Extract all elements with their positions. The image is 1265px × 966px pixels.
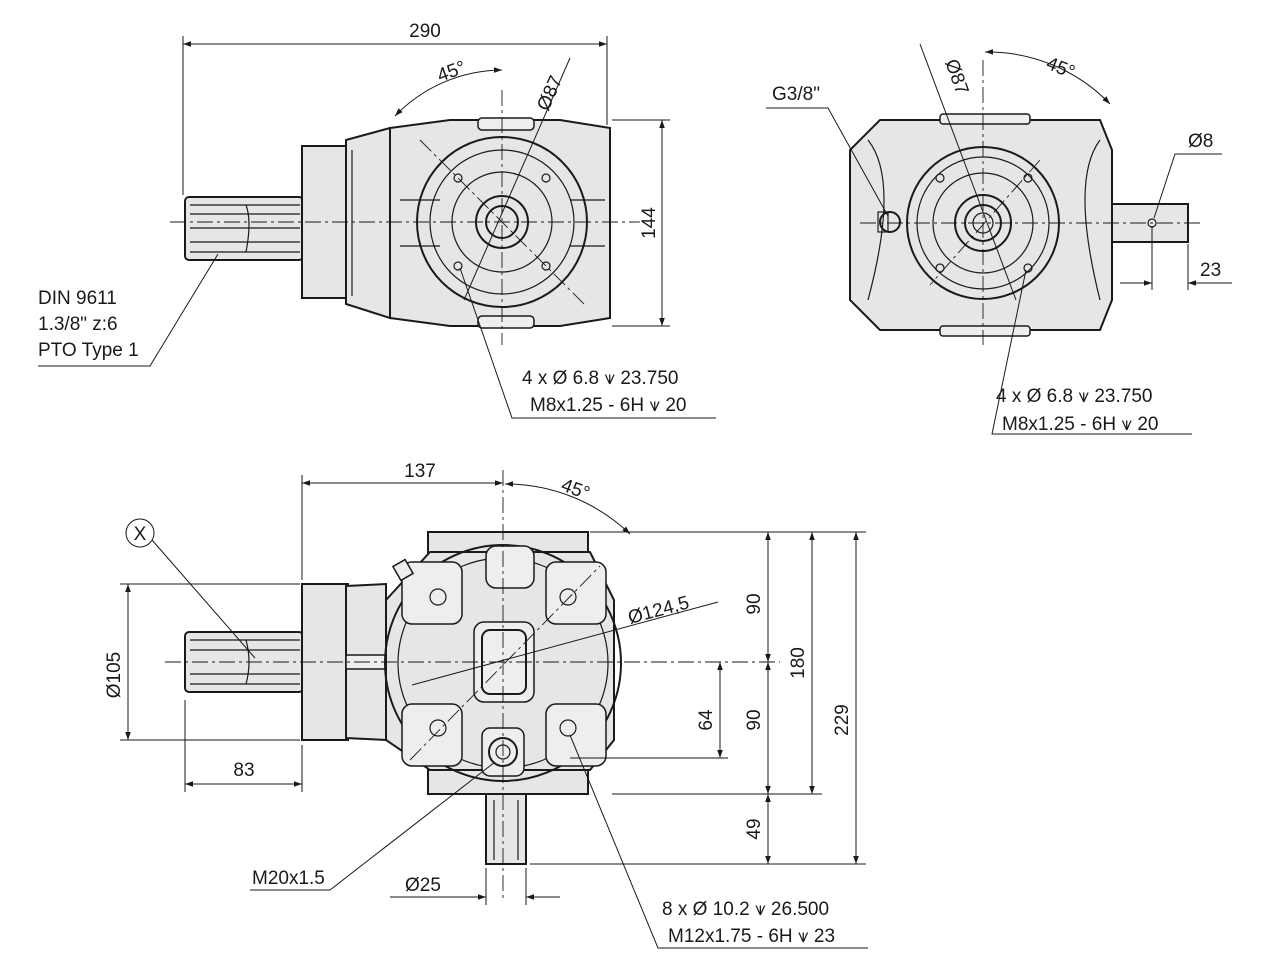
dia-87-side: Ø87 — [940, 57, 972, 98]
output-shaft-front — [485, 793, 527, 865]
dim-290: 290 — [409, 21, 441, 42]
input-flange-top — [301, 126, 391, 320]
holes-note-front-line2: M12x1.75 - 6H ⩛ 23 — [668, 926, 835, 947]
dim-144: 144 — [639, 207, 660, 239]
dia-124-5: Ø124,5 — [626, 592, 692, 628]
dia-87-top: Ø87 — [533, 73, 567, 114]
holes-note-top-line1: 4 x Ø 6.8 ⩛ 23.750 — [522, 368, 678, 389]
dim-137: 137 — [404, 461, 436, 482]
dim-90-top: 90 — [744, 593, 765, 614]
pto-note-line3: PTO Type 1 — [38, 340, 139, 361]
dim-49: 49 — [744, 818, 765, 839]
dia-8: Ø8 — [1188, 131, 1213, 152]
angle-45-side: 45° — [1043, 53, 1078, 83]
thread-g38: G3/8" — [772, 84, 820, 105]
pto-note-line2: 1.3/8" z:6 — [38, 314, 118, 335]
dim-90-bottom: 90 — [744, 709, 765, 730]
side-view: 45° Ø87 G3/8" Ø8 23 4 x Ø 6.8 ⩛ 23.750 M… — [766, 43, 1232, 435]
gearbox-housing-front — [384, 531, 622, 795]
angle-45-top: 45° — [435, 57, 469, 87]
dim-83: 83 — [233, 760, 254, 781]
dia-25: Ø25 — [405, 875, 441, 896]
gearbox-housing-side — [849, 113, 1113, 337]
dim-229: 229 — [832, 704, 853, 736]
pto-note-line1: DIN 9611 — [38, 288, 117, 309]
dim-23: 23 — [1200, 260, 1221, 281]
holes-note-side-line2: M8x1.25 - 6H ⩛ 20 — [1002, 414, 1158, 435]
dim-180: 180 — [788, 647, 809, 679]
dia-105: Ø105 — [104, 652, 125, 698]
thread-m20: M20x1.5 — [252, 868, 325, 889]
holes-note-side-line1: 4 x Ø 6.8 ⩛ 23.750 — [996, 386, 1152, 407]
angle-45-front: 45° — [558, 475, 592, 505]
holes-note-front-line1: 8 x Ø 10.2 ⩛ 26.500 — [662, 899, 829, 920]
holes-note-top-line2: M8x1.25 - 6H ⩛ 20 — [530, 395, 686, 416]
front-view: 137 45° X Ø124,5 Ø105 83 90 90 64 180 — [104, 461, 868, 949]
top-view: 290 144 45° Ø87 DIN 9611 1.3/8" z:6 PTO … — [38, 21, 716, 419]
callout-x: X — [134, 524, 147, 545]
pto-shaft-top — [184, 196, 304, 261]
dim-64: 64 — [696, 709, 717, 731]
